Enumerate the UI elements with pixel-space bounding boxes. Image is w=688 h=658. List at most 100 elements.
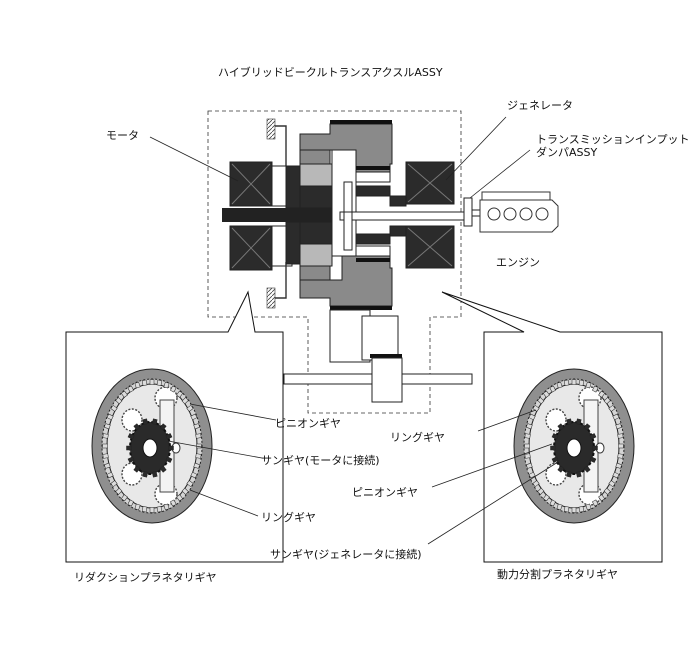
counter-gear-train [283, 309, 473, 403]
gear-tooth [133, 423, 141, 431]
gear-tooth [102, 453, 109, 459]
gear-tooth [156, 379, 163, 386]
diagram-title: ハイブリッドビークルトランスアクスルASSY [218, 66, 443, 79]
gear-tooth [195, 433, 202, 439]
gear-tooth [556, 381, 563, 389]
gear-tooth [537, 397, 545, 405]
gear-tooth [103, 423, 111, 430]
gear-tooth [615, 462, 623, 469]
gear-tooth [563, 506, 570, 513]
power-split-planetary-section [299, 120, 393, 310]
gear-tooth [159, 423, 167, 431]
gear-tooth [163, 381, 170, 389]
gear-tooth [563, 379, 570, 386]
gear-tooth [120, 494, 128, 502]
gear-tooth [142, 471, 149, 478]
gear-tooth [106, 413, 114, 421]
gear-tooth [592, 499, 599, 507]
gear-tooth [612, 471, 620, 479]
gear-tooth [127, 433, 135, 440]
gear-tooth [528, 471, 536, 479]
gear-tooth [151, 471, 158, 478]
gear-tooth [551, 456, 559, 463]
damper-label-line2: ダンパASSY [536, 146, 598, 159]
input-shaft [339, 181, 467, 251]
gear-tooth [557, 465, 565, 473]
gear-tooth [525, 462, 533, 469]
gear-tooth [115, 487, 123, 495]
gear-tooth [571, 507, 577, 513]
gear-tooth [575, 471, 582, 478]
gear-tooth [524, 453, 531, 459]
left-ring-label: リングギヤ [261, 511, 316, 524]
gear-tooth [524, 443, 530, 449]
engine [479, 191, 559, 233]
gear-tooth [566, 471, 573, 478]
fixed-anchor-bottom [266, 262, 287, 309]
left-planetary-gear [91, 368, 213, 524]
right-ring-label: リングギヤ [390, 431, 445, 444]
gear-tooth [551, 433, 559, 440]
gear-tooth [549, 499, 556, 507]
gear-tooth [589, 433, 597, 440]
gear-tooth [608, 480, 616, 488]
gear-tooth [592, 445, 598, 451]
motor-label: モータ [106, 129, 139, 142]
gear-tooth [186, 404, 194, 412]
gear-tooth [583, 465, 591, 473]
gear-tooth [127, 385, 134, 393]
gear-tooth [156, 506, 163, 513]
gear-tooth [120, 390, 128, 398]
gear-tooth [549, 385, 556, 393]
leader-lines [149, 116, 559, 545]
gear-tooth [583, 423, 591, 431]
gear-tooth [566, 418, 573, 425]
gear-tooth [168, 445, 174, 451]
gear-tooth [193, 423, 201, 430]
gear-tooth [598, 390, 606, 398]
gear-tooth [103, 462, 111, 469]
gear-tooth [170, 385, 177, 393]
gear-tooth [603, 487, 611, 495]
right-sun-label: サンギヤ(ジェネレータに接続) [270, 548, 422, 561]
gear-tooth [181, 397, 189, 405]
engine-label: エンジン [496, 256, 540, 269]
gear-tooth [575, 418, 582, 425]
gear-tooth [110, 480, 118, 488]
gear-tooth [542, 494, 550, 502]
gear-tooth [170, 499, 177, 507]
gear-tooth [578, 379, 585, 386]
damper-label-line1: トランスミッションインプット [536, 133, 688, 146]
gear-tooth [571, 379, 577, 385]
gear-tooth [585, 503, 592, 511]
generator [389, 161, 455, 269]
gear-tooth [106, 471, 114, 479]
gear-tooth [193, 462, 201, 469]
right-planetary-gear [513, 368, 635, 524]
generator-label: ジェネレータ [507, 99, 573, 112]
gear-tooth [149, 507, 155, 513]
gear-tooth [102, 433, 109, 439]
gear-tooth [195, 453, 202, 459]
gear-tooth [151, 418, 158, 425]
fixed-anchor-top [266, 118, 287, 166]
left-pinion-label: ピニオンギヤ [275, 417, 341, 430]
main-shaft [222, 208, 340, 222]
gear-tooth [578, 506, 585, 513]
gear-tooth [159, 465, 167, 473]
gear-tooth [190, 413, 198, 421]
gear-tooth [102, 443, 108, 449]
gear-tooth [532, 480, 540, 488]
gear-tooth [190, 471, 198, 479]
gear-tooth [617, 433, 624, 439]
gear-tooth [134, 503, 141, 511]
gear-tooth [608, 404, 616, 412]
gear-tooth [557, 423, 565, 431]
gear-tooth [126, 445, 132, 451]
gear-tooth [585, 381, 592, 389]
gear-tooth [524, 433, 531, 439]
gear-tooth [127, 456, 135, 463]
left-caption: リダクションプラネタリギヤ [74, 571, 217, 584]
